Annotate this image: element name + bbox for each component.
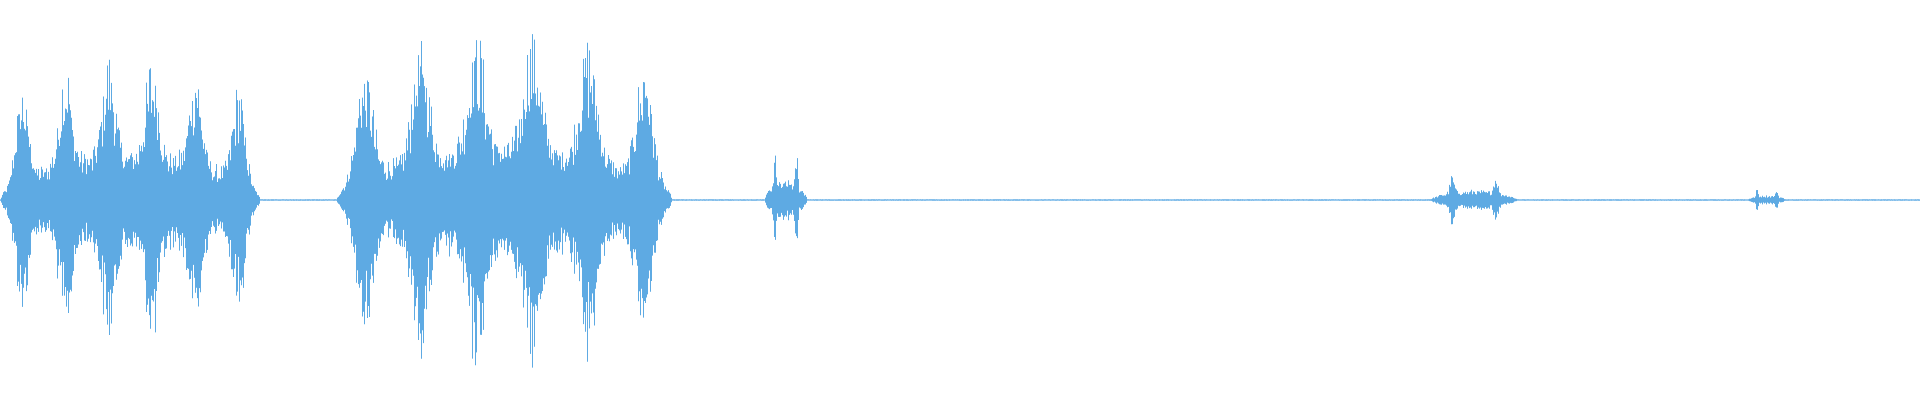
waveform-amplitude-path (0, 34, 1920, 368)
